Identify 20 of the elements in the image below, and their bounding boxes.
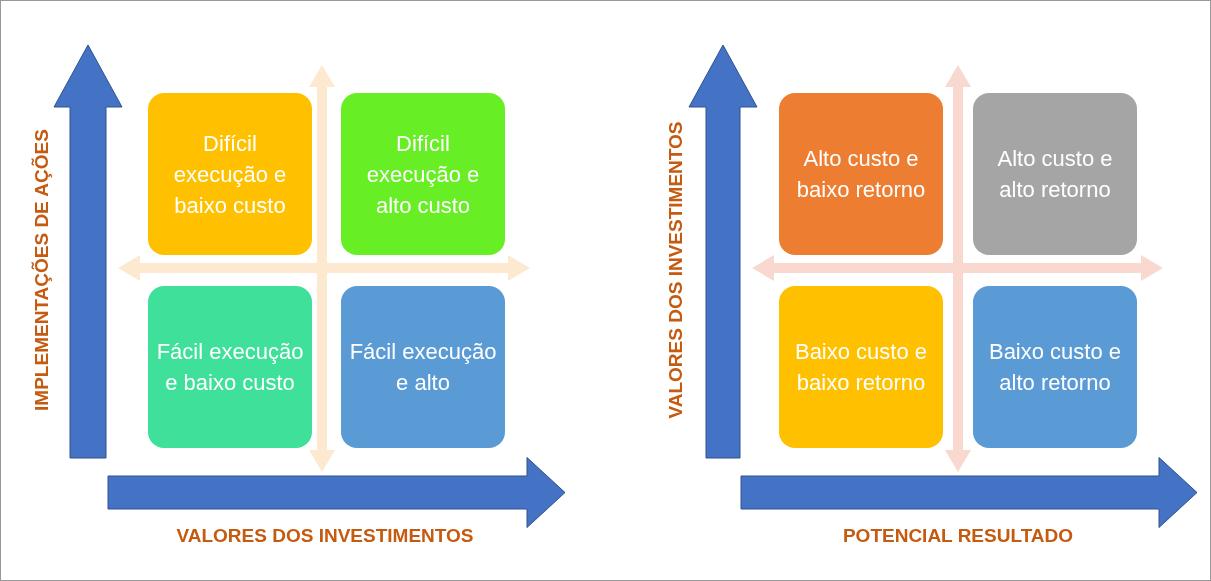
quadrant-box [973,93,1137,255]
quadrant-text: Difícil execução e alto custo [365,129,481,220]
quadrant-box [779,93,943,255]
quadrant-text: Baixo custo e baixo retorno [793,338,929,397]
axis-label: POTENCIAL RESULTADO [842,525,1074,547]
quadrant-text: Difícil execução e baixo custo [172,129,288,220]
axis-label: IMPLEMENTAÇÕES DE AÇÕES [31,129,53,411]
quadrant-box [148,93,312,255]
quadrant-text: Alto custo e baixo retorno [795,145,927,204]
quadrant-text: Alto custo e alto retorno [996,145,1114,204]
quadrant-box [341,93,505,255]
quadrant-text: Baixo custo e alto retorno [987,338,1123,397]
quadrant-box [973,286,1137,448]
quadrant-box [148,286,312,448]
quadrant-box [341,286,505,448]
axis-label: VALORES DOS INVESTIMENTOS [176,525,474,547]
quadrant-text: Fácil execução e alto [348,338,498,397]
quadrant-text: Fácil execução e baixo custo [155,338,305,397]
quadrant-box [779,286,943,448]
axis-label: VALORES DOS INVESTIMENTOS [665,121,687,419]
